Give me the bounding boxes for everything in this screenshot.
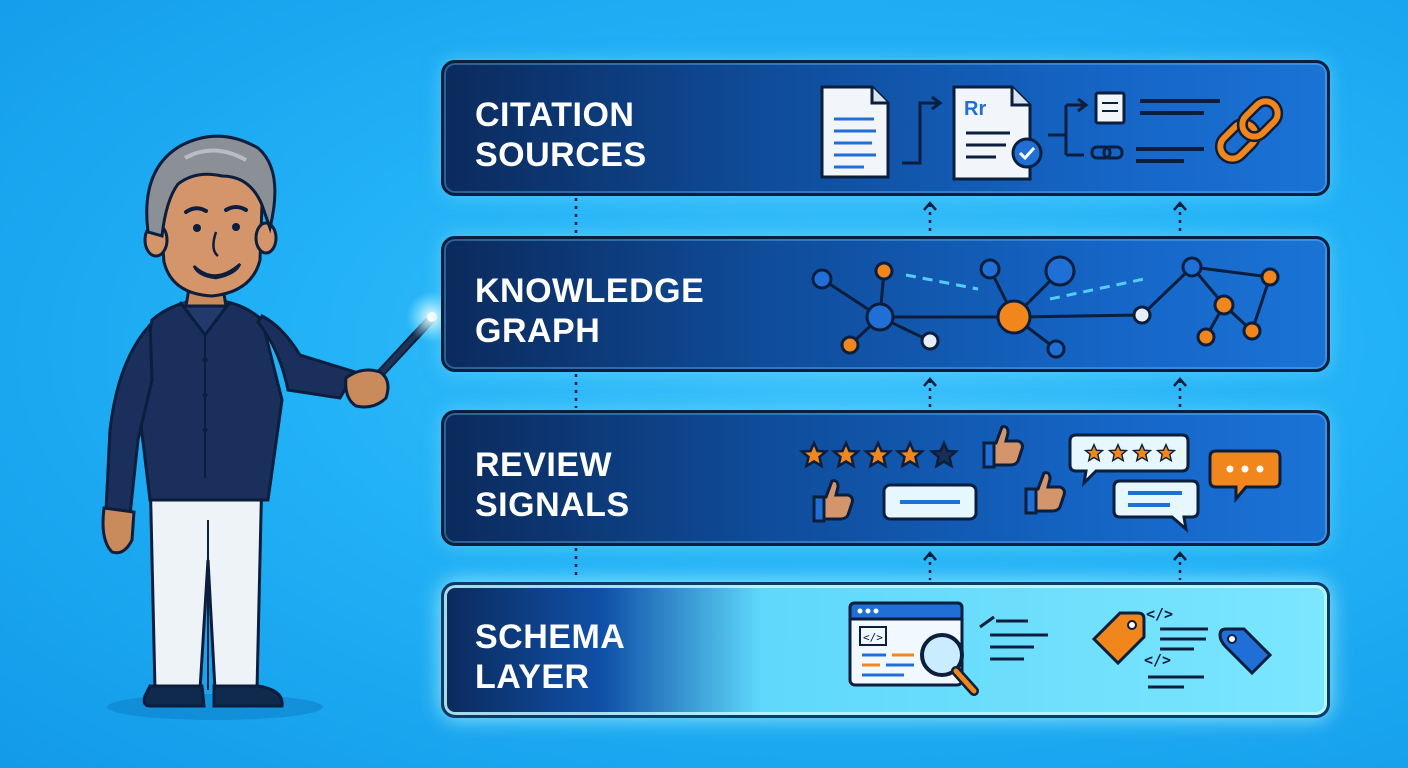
- code-tag-text: </>: [1146, 605, 1173, 623]
- mini-document-icon: [1094, 91, 1126, 125]
- panel-title-line1: REVIEW: [475, 446, 613, 484]
- reference-document-icon: Rr: [952, 85, 1043, 181]
- code-tag-text: </>: [1144, 651, 1171, 669]
- graph-node: [979, 258, 1001, 280]
- orange-tag-icon: [1091, 611, 1146, 666]
- magnifier-icon: [920, 633, 979, 696]
- graph-node: [1132, 305, 1152, 325]
- code-tag-text: </>: [863, 631, 883, 644]
- schema-icons: </>: [848, 601, 1273, 696]
- small-link-icon: [1090, 145, 1124, 160]
- wand: [360, 313, 437, 395]
- graph-node: [865, 302, 895, 332]
- floor-shadow: [107, 694, 323, 720]
- thumbs-up-icon: [982, 425, 1024, 469]
- connector-arrow: [902, 101, 938, 165]
- ellipsis-bubble-icon: [1208, 449, 1282, 504]
- graph-node: [920, 331, 940, 351]
- panel-title-line1: KNOWLEDGE: [475, 272, 705, 310]
- thumbs-up-icon: [812, 479, 854, 523]
- panel-title-knowledge-graph: KNOWLEDGE GRAPH: [475, 271, 775, 351]
- branch-connector: [1048, 103, 1084, 157]
- graph-node: [840, 335, 860, 355]
- panel-schema-layer: SCHEMA LAYER </>: [441, 582, 1330, 718]
- panel-review-signals: REVIEW SIGNALS: [441, 410, 1330, 546]
- left-shoe: [142, 684, 206, 708]
- panel-title-schema-layer: SCHEMA LAYER: [475, 617, 775, 697]
- panel-title-line2: GRAPH: [475, 312, 601, 350]
- right-shoe: [212, 684, 284, 708]
- check-badge-icon: [1011, 137, 1043, 169]
- graph-node: [1181, 256, 1203, 278]
- thumbs-up-icon: [1024, 471, 1066, 515]
- panel-title-citation-sources: CITATION SOURCES: [475, 95, 775, 175]
- graph-node: [1196, 327, 1216, 347]
- panel-title-line1: CITATION: [475, 96, 635, 134]
- star-rating-icon: [800, 441, 958, 468]
- right-hand: [344, 368, 390, 409]
- citation-icons: Rr: [820, 85, 1284, 181]
- knowledge-graph-network: [811, 255, 1280, 359]
- shirt: [136, 298, 284, 502]
- panel-title-line2: LAYER: [475, 658, 590, 696]
- face: [158, 148, 264, 298]
- graph-node: [1046, 339, 1066, 359]
- panel-citation-sources: CITATION SOURCES Rr: [441, 60, 1330, 196]
- document-icon: [820, 85, 890, 179]
- panel-knowledge-graph: KNOWLEDGE GRAPH: [441, 236, 1330, 372]
- message-bubble-icon: [1112, 479, 1200, 533]
- review-signal-icons: [800, 425, 1282, 533]
- chain-link-icon: [1214, 95, 1284, 165]
- reference-badge-text: Rr: [964, 98, 986, 120]
- graph-node-hub: [996, 299, 1032, 335]
- smile: [192, 263, 242, 280]
- left-arm: [104, 321, 154, 517]
- graph-node: [1213, 294, 1235, 316]
- graph-node: [811, 268, 833, 290]
- panel-title-review-signals: REVIEW SIGNALS: [475, 445, 775, 525]
- panel-title-line1: SCHEMA: [475, 618, 626, 656]
- graph-node: [874, 261, 894, 281]
- right-arm: [256, 314, 358, 400]
- left-hand: [101, 506, 136, 555]
- graph-node: [1260, 267, 1280, 287]
- graph-node: [1242, 321, 1262, 341]
- panel-title-line2: SOURCES: [475, 136, 647, 174]
- panel-title-line2: SIGNALS: [475, 486, 630, 524]
- graph-node: [1044, 255, 1076, 287]
- trousers: [148, 468, 264, 692]
- blue-tag-icon: [1218, 627, 1273, 676]
- rating-bubble-icon: [1068, 433, 1190, 488]
- hair: [145, 134, 277, 238]
